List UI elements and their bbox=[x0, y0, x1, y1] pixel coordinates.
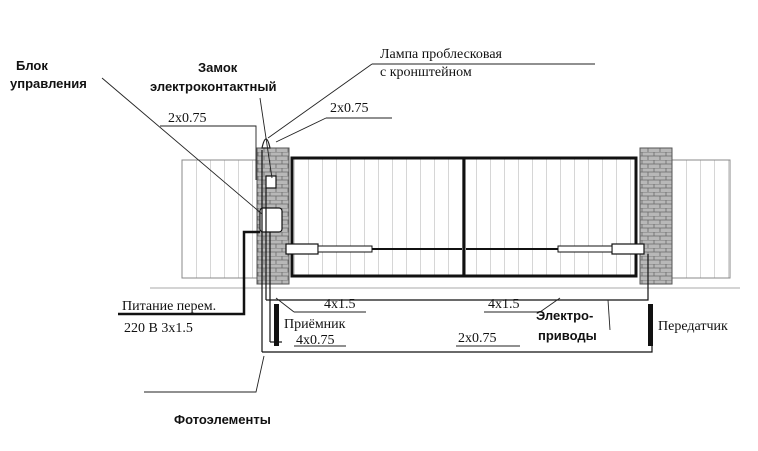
label-wire-lamp: 2x0.75 bbox=[330, 101, 369, 116]
fence-left bbox=[181, 159, 261, 279]
label-transmitter: Передатчик bbox=[658, 319, 728, 334]
label-lamp-line1: Лампа проблесковая bbox=[380, 47, 503, 62]
photocell-transmitter bbox=[648, 304, 653, 346]
pillar-right bbox=[639, 147, 673, 285]
label-actuators-line1: Электро- bbox=[536, 308, 593, 323]
wiring bbox=[118, 150, 653, 353]
label-control-block-line1: Блок bbox=[16, 58, 48, 73]
label-lamp-line2: с кронштейном bbox=[380, 65, 472, 80]
label-control-block-line2: управления bbox=[10, 76, 87, 91]
leader-lines bbox=[101, 63, 611, 393]
label-wire-lock: 2x0.75 bbox=[168, 111, 207, 126]
photocell-receiver bbox=[274, 304, 279, 346]
label-lock-line2: электроконтактный bbox=[150, 79, 276, 94]
electric-lock bbox=[265, 175, 277, 189]
label-actuators-line2: приводы bbox=[538, 328, 597, 343]
label-power-line1: Питание перем. bbox=[122, 299, 216, 314]
label-power-line2: 220 В 3x1.5 bbox=[124, 321, 193, 336]
label-photocells: Фотоэлементы bbox=[174, 412, 271, 427]
fence-right bbox=[667, 159, 731, 279]
actuator-right bbox=[466, 243, 645, 255]
gate-leaf-left bbox=[290, 156, 466, 278]
label-wire-actuator-left: 4x1.5 bbox=[324, 297, 356, 312]
gate-leaf-right bbox=[462, 156, 638, 278]
label-lock-line1: Замок bbox=[198, 60, 238, 75]
label-wire-receiver: 4x0.75 bbox=[296, 333, 335, 348]
label-wire-actuator-right: 4x1.5 bbox=[488, 297, 520, 312]
label-wire-transmitter: 2x0.75 bbox=[458, 331, 497, 346]
control-block bbox=[259, 207, 283, 233]
actuator-left bbox=[285, 243, 462, 255]
label-receiver: Приёмник bbox=[284, 317, 346, 332]
